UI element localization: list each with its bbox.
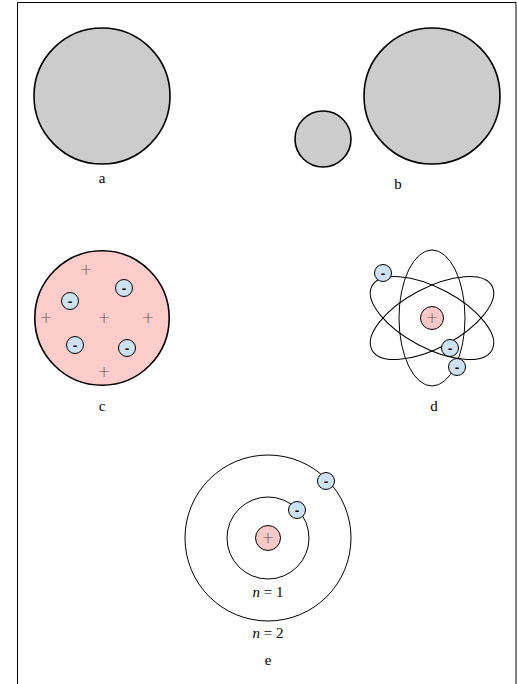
orbit-circle xyxy=(185,455,351,621)
orbit-circle xyxy=(227,497,309,579)
charge-minus: - xyxy=(381,268,386,279)
charge-plus: + xyxy=(142,311,155,326)
nucleus-circle xyxy=(256,526,281,551)
small-sphere xyxy=(295,111,351,167)
electron: - xyxy=(374,264,392,282)
large-sphere xyxy=(364,28,500,164)
charge-minus: - xyxy=(455,362,460,373)
electron-circle xyxy=(449,359,466,376)
panel-letter: c xyxy=(99,399,106,414)
electron-circle xyxy=(318,473,335,490)
charge-minus: - xyxy=(125,343,130,354)
electron: - xyxy=(115,279,133,297)
frame-line xyxy=(17,3,18,684)
nucleus-circle xyxy=(421,307,444,330)
panel-letter: e xyxy=(265,653,272,668)
electron-circle xyxy=(62,293,79,310)
charge-plus: + xyxy=(262,531,275,546)
electron: - xyxy=(66,336,84,354)
charge-plus: + xyxy=(426,311,439,326)
charge-minus: - xyxy=(295,505,300,516)
charge-minus: - xyxy=(324,476,329,487)
charge-minus: - xyxy=(122,283,127,294)
frame-line xyxy=(18,2,517,3)
electron: - xyxy=(61,292,79,310)
electron-circle xyxy=(116,280,133,297)
electron-circle xyxy=(289,502,306,519)
electron: - xyxy=(441,339,459,357)
charge-minus: - xyxy=(73,340,78,351)
charge-plus: + xyxy=(40,311,53,326)
charge-plus: + xyxy=(98,311,111,326)
electron: - xyxy=(118,339,136,357)
electron-circle xyxy=(442,340,459,357)
orbit-ellipse xyxy=(399,250,465,386)
shell-label: n = 1 xyxy=(251,585,286,600)
electron-circle xyxy=(119,340,136,357)
frame-line xyxy=(516,3,517,684)
nucleus: + xyxy=(255,525,281,551)
orbit-ellipse xyxy=(358,260,506,377)
solid-sphere xyxy=(34,28,170,164)
orbit-ellipse xyxy=(358,260,506,377)
charge-plus: + xyxy=(80,263,93,278)
electron: - xyxy=(448,358,466,376)
panel-letter: d xyxy=(430,399,438,414)
atom-sphere-circle xyxy=(35,251,169,385)
panel-letter: b xyxy=(394,177,402,192)
charge-minus: - xyxy=(448,343,453,354)
nucleus: + xyxy=(420,306,444,330)
charge-minus: - xyxy=(68,296,73,307)
electron: - xyxy=(288,501,306,519)
orbit-group xyxy=(358,250,506,386)
charge-plus: + xyxy=(98,365,111,380)
shell-label: n = 2 xyxy=(251,626,286,641)
electron-circle xyxy=(375,265,392,282)
atom-sphere: + + + + + - - - - xyxy=(34,250,170,386)
panel-letter: a xyxy=(99,171,106,186)
electron-circle xyxy=(67,337,84,354)
electron: - xyxy=(317,472,335,490)
